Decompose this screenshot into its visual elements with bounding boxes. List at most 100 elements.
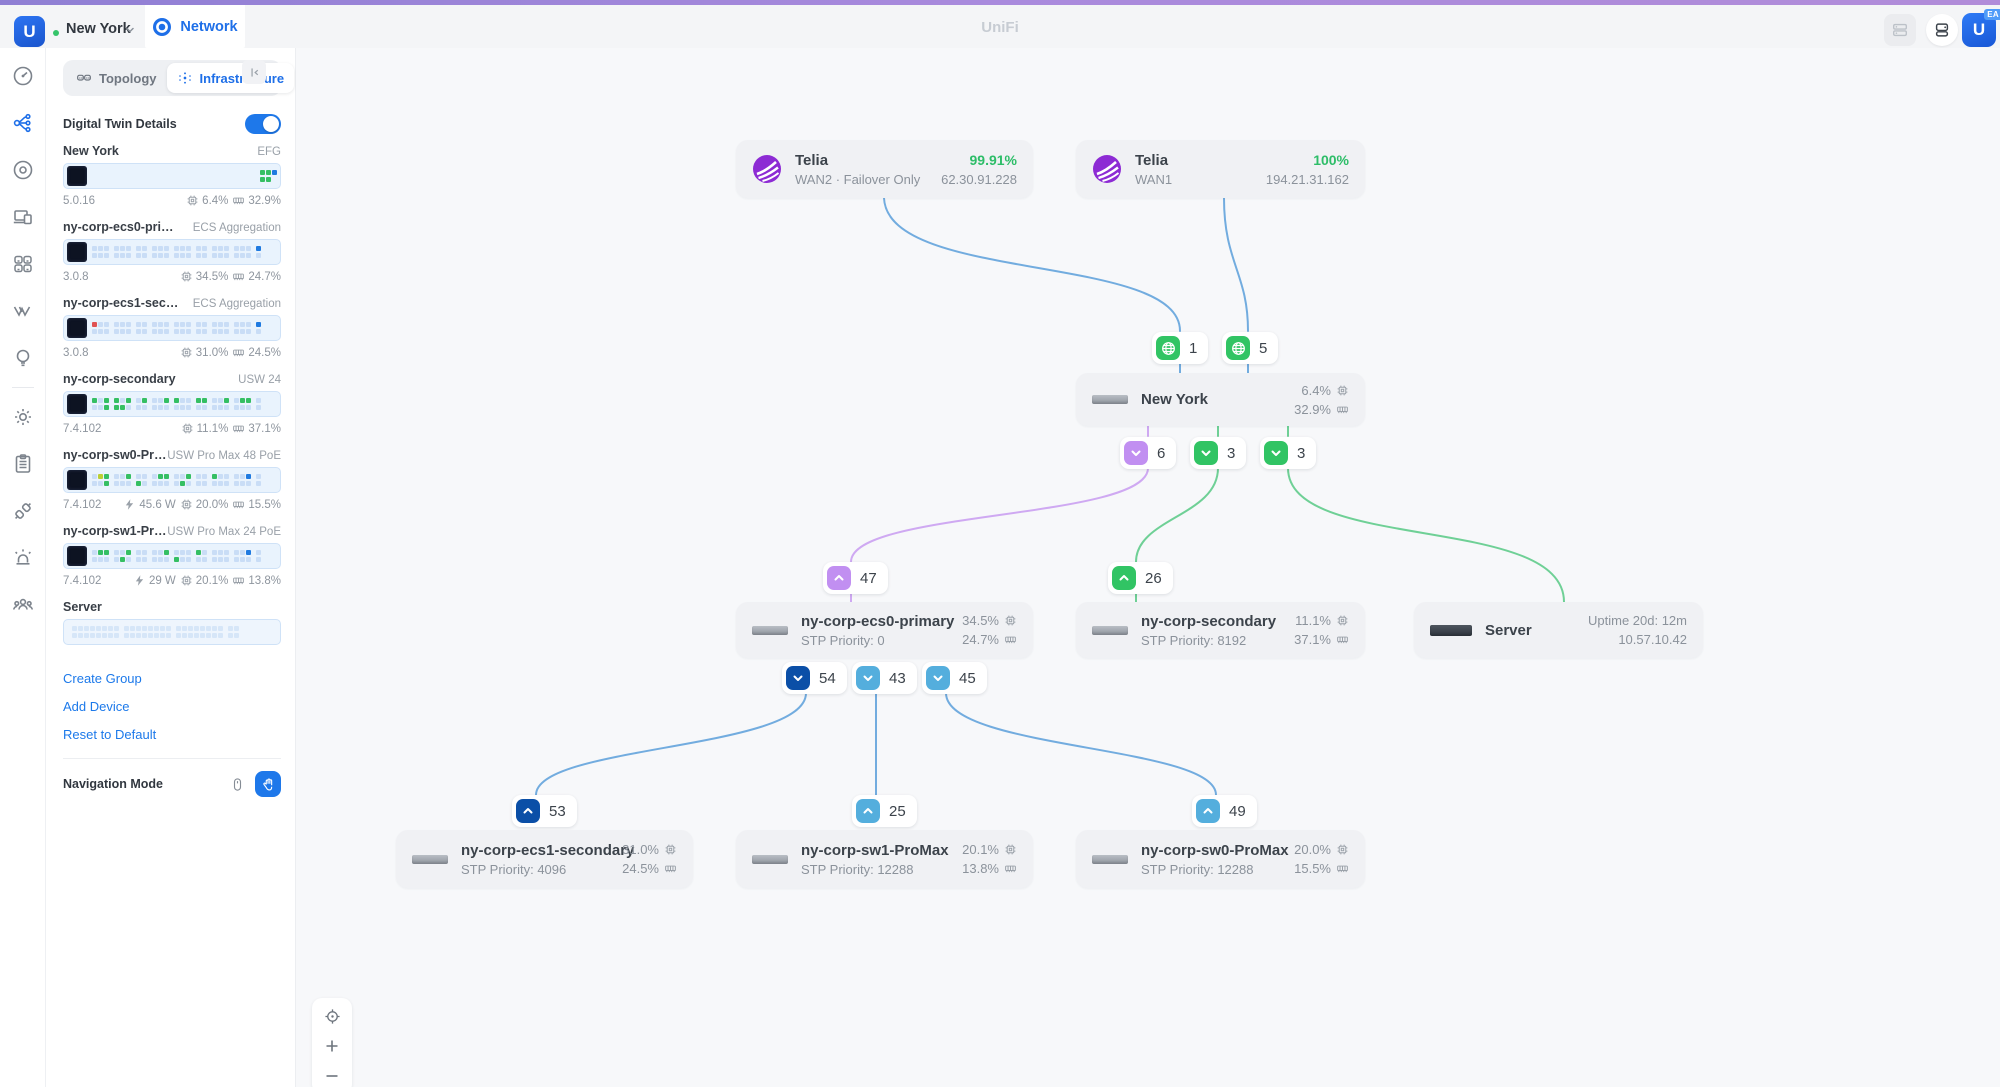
topology-canvas[interactable]: Telia WAN2 · Failover Only 99.91% 62.30.… xyxy=(296,48,2000,1087)
device-model: EFG xyxy=(257,146,281,158)
device-preview[interactable] xyxy=(63,239,281,265)
memory-usage: 32.9% xyxy=(232,194,281,207)
downlink-badge-45[interactable]: 45 xyxy=(922,662,987,694)
downlink-badge-43[interactable]: 43 xyxy=(852,662,917,694)
node-ecs1-secondary[interactable]: ny-corp-ecs1-secondary STP Priority: 409… xyxy=(396,830,693,888)
chevron-down-icon[interactable] xyxy=(124,24,136,36)
zoom-in-button[interactable] xyxy=(318,1033,346,1059)
memory-usage: 24.5% xyxy=(232,346,281,359)
memory-percent: 37.1% xyxy=(1294,632,1331,647)
device-preview[interactable] xyxy=(63,467,281,493)
sidebar-item-ports[interactable] xyxy=(11,252,35,276)
tab-network[interactable]: Network xyxy=(145,5,245,48)
server-icon xyxy=(1893,23,1907,37)
device-model: USW Pro Max 48 PoE xyxy=(167,450,281,462)
panel-links: Create Group Add Device Reset to Default xyxy=(63,671,281,742)
nav-mode-mouse-button[interactable] xyxy=(224,771,250,797)
collapse-panel-button[interactable] xyxy=(242,60,266,84)
memory-percent: 15.5% xyxy=(1294,861,1331,876)
node-new-york[interactable]: New York 6.4% 32.9% xyxy=(1076,373,1365,426)
port-grid xyxy=(92,550,262,562)
sidebar-item-integrations[interactable] xyxy=(11,499,35,523)
device-row[interactable]: ny-corp-sw0-ProMaxUSW Pro Max 48 PoE7.4.… xyxy=(63,448,281,511)
gateway-device-icon xyxy=(1092,395,1128,404)
firmware-version: 3.0.8 xyxy=(63,270,89,283)
wan-port-badge-1[interactable]: 1 xyxy=(1152,332,1209,364)
sidebar-item-unifi-devices[interactable] xyxy=(11,158,35,182)
infrastructure-tab-icon xyxy=(178,72,191,84)
device-row[interactable]: ny-corp-sw1-ProMaxUSW Pro Max 24 PoE7.4.… xyxy=(63,524,281,587)
cpu-usage: 34.5% xyxy=(180,270,228,283)
device-preview[interactable] xyxy=(63,163,281,189)
node-telia-wan2[interactable]: Telia WAN2 · Failover Only 99.91% 62.30.… xyxy=(736,140,1033,198)
device-preview[interactable] xyxy=(63,619,281,645)
cpu-icon xyxy=(665,844,676,855)
sidebar-item-topology[interactable] xyxy=(11,111,35,135)
add-device-link[interactable]: Add Device xyxy=(63,699,130,714)
tab-topology[interactable]: Topology xyxy=(66,63,167,93)
uplink-badge-25[interactable]: 25 xyxy=(852,795,917,827)
device-preview[interactable] xyxy=(63,391,281,417)
sidebar-item-client-devices[interactable] xyxy=(11,205,35,229)
uptime-percent: 100% xyxy=(1313,151,1349,168)
sidebar-item-admins[interactable] xyxy=(11,593,35,617)
sidebar-item-notifications[interactable] xyxy=(11,546,35,570)
sidebar-item-settings[interactable] xyxy=(11,405,35,429)
node-subtitle: WAN2 · Failover Only xyxy=(795,171,921,187)
device-preview[interactable] xyxy=(63,543,281,569)
node-telia-wan1[interactable]: Telia WAN1 100% 194.21.31.162 xyxy=(1076,140,1365,198)
devices-stack-button[interactable] xyxy=(1926,14,1958,46)
uplink-badge-26[interactable]: 26 xyxy=(1108,562,1173,594)
sidebar-item-insights[interactable] xyxy=(11,346,35,370)
tab-infrastructure[interactable]: Infrastructure xyxy=(166,63,295,93)
unifi-logo[interactable]: U xyxy=(14,16,45,47)
uplink-badge-53[interactable]: 53 xyxy=(512,795,577,827)
port-number: 54 xyxy=(819,669,836,687)
port-grid xyxy=(92,398,262,410)
device-model: ECS Aggregation xyxy=(192,298,281,310)
node-title: ny-corp-ecs0-primary xyxy=(801,612,955,630)
navigation-mode-row: Navigation Mode xyxy=(63,771,281,797)
nav-mode-pan-button[interactable] xyxy=(255,771,281,797)
wan-port-badge-5[interactable]: 5 xyxy=(1222,332,1279,364)
unifi-app-tile[interactable]: U EA xyxy=(1962,9,2000,47)
node-sw1-promax[interactable]: ny-corp-sw1-ProMax STP Priority: 12288 2… xyxy=(736,830,1033,888)
cpu-usage: 20.0% xyxy=(180,498,228,511)
downlink-badge-3b[interactable]: 3 xyxy=(1260,437,1317,469)
digital-twin-toggle[interactable] xyxy=(245,114,281,134)
sidebar-item-dashboard[interactable] xyxy=(11,64,35,88)
sidebar-item-radios[interactable] xyxy=(11,299,35,323)
console-button-disabled[interactable] xyxy=(1884,14,1916,46)
sidebar-item-system-log[interactable] xyxy=(11,452,35,476)
memory-icon xyxy=(1337,865,1348,873)
port-grid xyxy=(92,246,262,258)
memory-usage: 37.1% xyxy=(232,422,281,435)
node-secondary[interactable]: ny-corp-secondary STP Priority: 8192 11.… xyxy=(1076,602,1365,658)
recenter-button[interactable] xyxy=(318,1003,346,1029)
uplink-badge-49[interactable]: 49 xyxy=(1192,795,1257,827)
zoom-out-button[interactable] xyxy=(318,1063,346,1087)
site-selector[interactable]: New York xyxy=(66,21,131,37)
switch-device-icon xyxy=(1092,854,1128,864)
mouse-icon xyxy=(233,777,241,791)
uplink-badge-47[interactable]: 47 xyxy=(823,562,888,594)
downlink-badge-3a[interactable]: 3 xyxy=(1190,437,1247,469)
reset-to-default-link[interactable]: Reset to Default xyxy=(63,727,157,742)
node-server[interactable]: Server Uptime 20d: 12m 10.57.10.42 xyxy=(1414,602,1703,658)
downlink-badge-6[interactable]: 6 xyxy=(1120,437,1177,469)
node-sw0-promax[interactable]: ny-corp-sw0-ProMax STP Priority: 12288 2… xyxy=(1076,830,1365,888)
device-preview[interactable] xyxy=(63,315,281,341)
port-number: 49 xyxy=(1229,802,1246,820)
chevron-down-icon xyxy=(1264,441,1288,465)
server-ip: 10.57.10.42 xyxy=(1618,632,1687,647)
device-row[interactable]: Server xyxy=(63,600,281,645)
create-group-link[interactable]: Create Group xyxy=(63,671,142,686)
node-ecs0-primary[interactable]: ny-corp-ecs0-primary STP Priority: 0 34.… xyxy=(736,602,1033,658)
downlink-badge-54[interactable]: 54 xyxy=(782,662,847,694)
